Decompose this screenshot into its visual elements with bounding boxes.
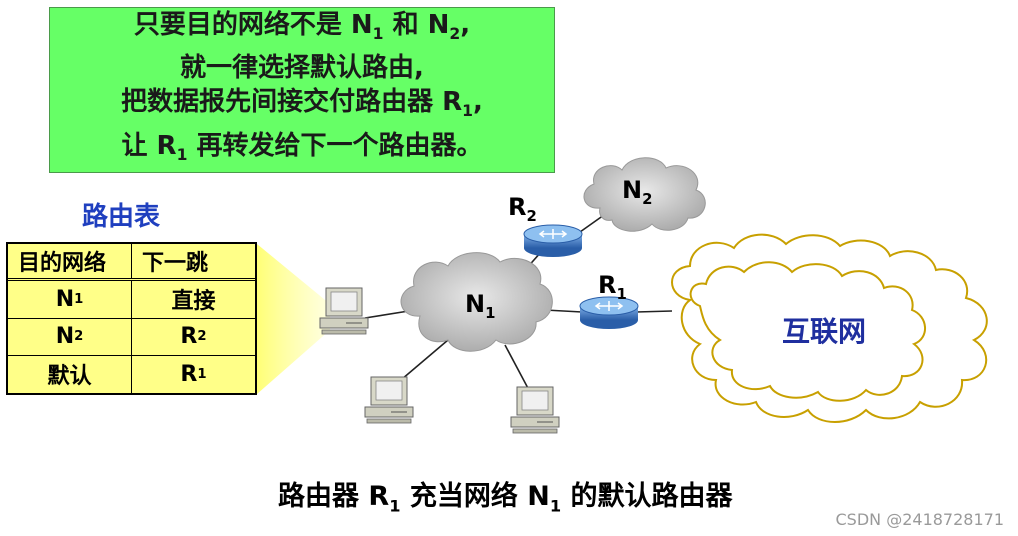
- host-computer-icon: [364, 376, 414, 424]
- note-line-2: 就一律选择默认路由,: [180, 53, 424, 84]
- router-r2-icon: [523, 224, 583, 257]
- note-line-1: 只要目的网络不是 N1 和 N2,: [133, 10, 471, 44]
- host-computer-icon: [319, 287, 369, 335]
- destination-cell: 默认: [8, 355, 132, 393]
- watermark: CSDN @2418728171: [835, 510, 1005, 529]
- router-r1-icon: [579, 296, 639, 329]
- link-n1-host3: [504, 344, 531, 393]
- note-line-3: 把数据报先间接交付路由器 R1,: [121, 87, 483, 121]
- router-r2-label: R2: [508, 193, 537, 225]
- internet-label: 互联网: [782, 315, 867, 348]
- router-r1-label: R1: [598, 271, 627, 303]
- link-r1-internet: [635, 310, 673, 313]
- note-line-4: 让 R1 再转发给下一个路由器。: [121, 130, 483, 164]
- host-computer-icon: [510, 386, 560, 434]
- n1-cloud: [400, 252, 553, 352]
- header-next-hop: 下一跳: [142, 251, 209, 277]
- routing-table-header: 目的网络 下一跳: [8, 244, 255, 282]
- figure-caption: 路由器 R1 充当网络 N1 的默认路由器: [278, 481, 733, 516]
- network-n2-label: N2: [622, 176, 653, 208]
- routing-table-title: 路由表: [82, 202, 161, 232]
- internet-cloud: [671, 233, 988, 423]
- n2-cloud: [583, 157, 706, 232]
- next-hop-cell: 直接: [171, 289, 216, 315]
- table-highlight-beam: [257, 244, 330, 394]
- link-n1-r1: [544, 309, 583, 313]
- network-n1-label: N1: [465, 290, 496, 322]
- header-destination: 目的网络: [8, 244, 132, 279]
- default-route-note: 只要目的网络不是 N1 和 N2, 就一律选择默认路由, 把数据报先间接交付路由…: [49, 7, 555, 173]
- link-r2-n2: [579, 214, 605, 233]
